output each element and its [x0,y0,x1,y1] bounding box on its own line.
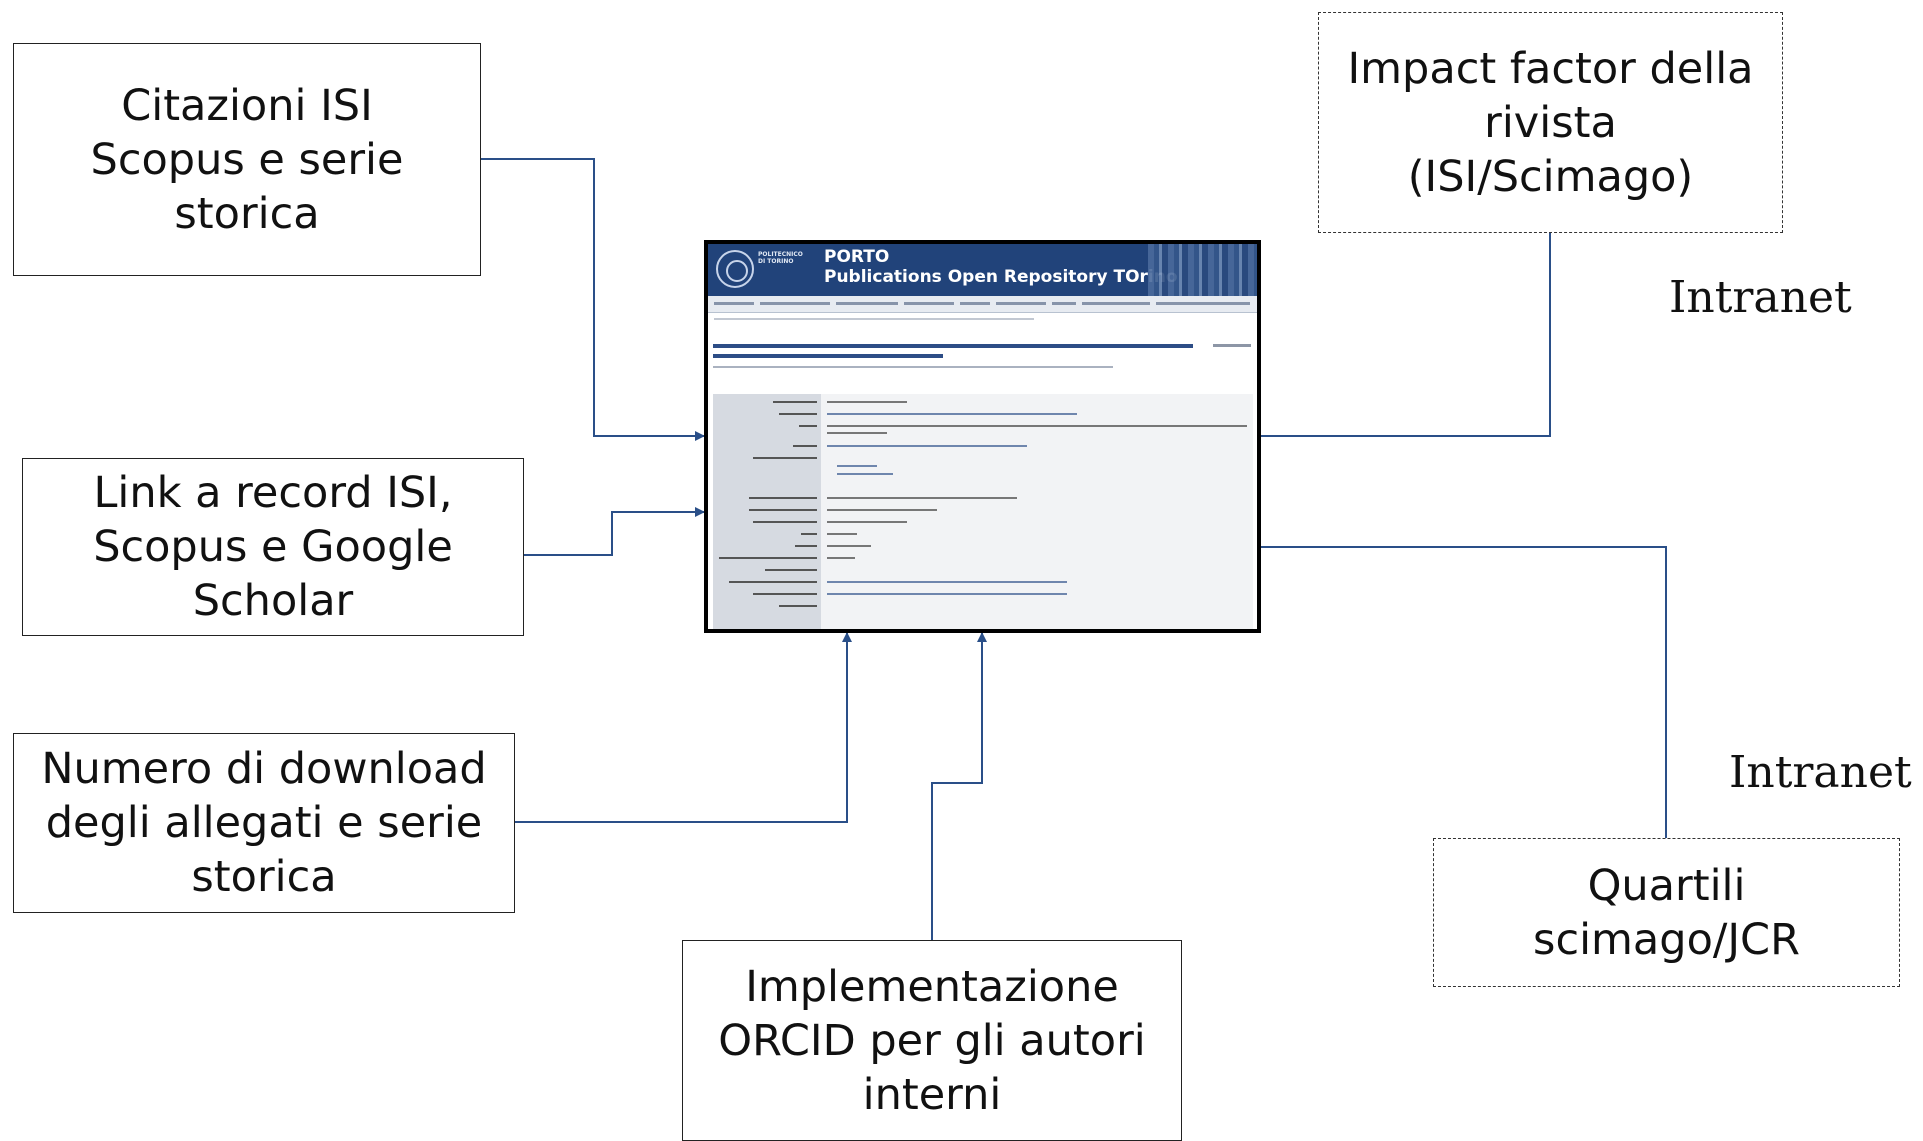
arrow-quartili-to-screenshot [1247,542,1667,838]
intranet-label-bottom: Intranet [1729,747,1912,798]
repository-screenshot: POLITECNICO DI TORINO PORTO Publications… [704,240,1261,633]
record-citation-count [1213,344,1251,347]
bookshelf-graphic [1148,244,1257,296]
repository-subtitle: Publications Open Repository TOrino [824,267,1178,287]
arrow-download-to-screenshot [515,632,852,823]
repository-breadcrumb [714,318,1034,320]
record-title-line-1 [713,344,1193,348]
arrow-citazioni-to-screenshot [481,158,705,441]
arrow-link-record-to-screenshot [516,507,705,556]
university-name: POLITECNICO DI TORINO [758,251,803,265]
box-link-record: Link a record ISI, Scopus e Google Schol… [22,458,524,636]
metadata-label-column [713,394,821,629]
box-orcid: Implementazione ORCID per gli autori int… [682,940,1182,1141]
record-notice [713,366,1113,368]
repository-nav-bar [708,296,1257,313]
university-seal-icon [716,250,754,288]
repository-title: PORTO [824,247,890,267]
intranet-label-top: Intranet [1669,272,1852,323]
repository-header-banner: POLITECNICO DI TORINO PORTO Publications… [708,244,1257,296]
record-title-line-2 [713,354,943,358]
arrow-orcid-to-screenshot [931,632,987,940]
record-metadata-table [713,394,1253,629]
box-quartili: Quartili scimago/JCR [1433,838,1900,987]
box-citazioni: Citazioni ISI Scopus e serie storica [13,43,481,276]
box-impact-factor: Impact factor della rivista (ISI/Scimago… [1318,12,1783,233]
box-download: Numero di download degli allegati e seri… [13,733,515,913]
arrow-impact-factor-to-screenshot [1247,233,1551,441]
